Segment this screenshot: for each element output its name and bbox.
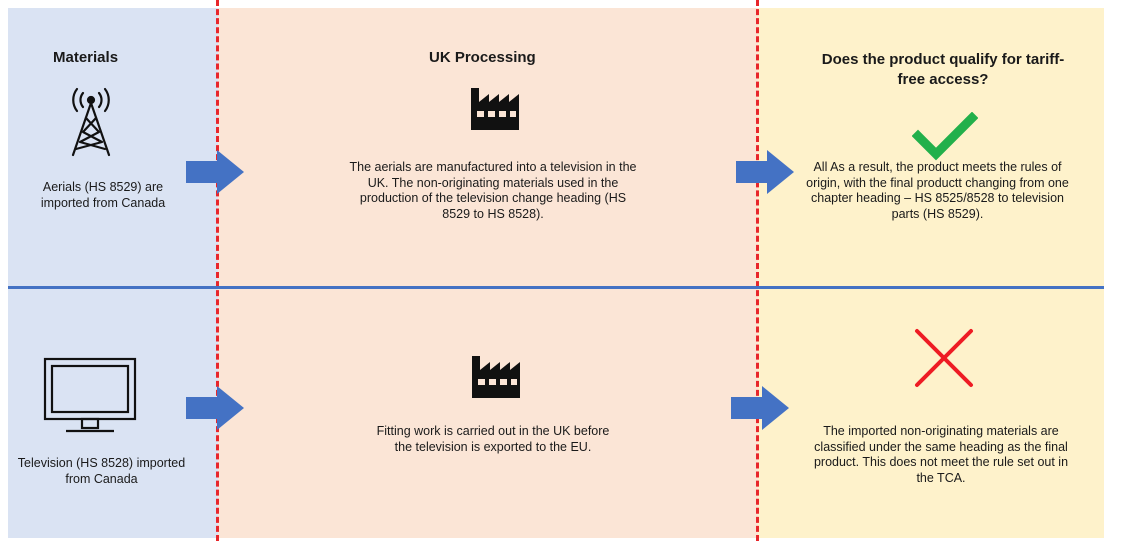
row-divider — [8, 286, 1104, 289]
materials-row2-text: Television (HS 8528) imported from Canad… — [17, 456, 186, 486]
processing-heading: UK Processing — [429, 49, 536, 66]
qualify-column — [758, 8, 1104, 538]
processing-row1-text: The aerials are manufactured into a tele… — [349, 160, 637, 221]
qualify-heading: Does the product qualify for tariff-free… — [821, 51, 1065, 88]
materials-row1-text: Aerials (HS 8529) are imported from Cana… — [40, 180, 166, 210]
materials-heading: Materials — [53, 49, 119, 66]
arrow-right-icon — [736, 150, 794, 194]
arrow-right-icon — [731, 386, 789, 430]
column-divider-1 — [216, 0, 219, 541]
qualify-row2-text: The imported non-originating materials a… — [813, 424, 1069, 485]
arrow-right-icon — [186, 386, 244, 430]
television-icon — [43, 357, 137, 433]
column-divider-2 — [756, 0, 759, 541]
factory-icon — [472, 356, 520, 398]
materials-column — [8, 8, 218, 538]
cross-icon — [915, 329, 973, 387]
factory-icon — [471, 88, 519, 130]
antenna-tower-icon — [71, 87, 111, 157]
arrow-right-icon — [186, 150, 244, 194]
checkmark-icon — [912, 112, 978, 161]
qualify-row1-text: All As a result, the product meets the r… — [806, 160, 1069, 221]
processing-row2-text: Fitting work is carried out in the UK be… — [376, 424, 610, 454]
